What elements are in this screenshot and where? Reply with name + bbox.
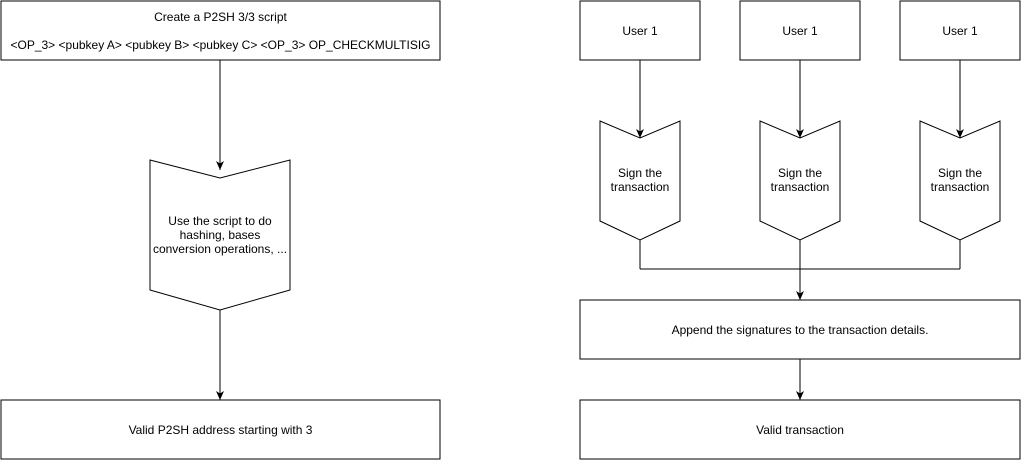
process-step-shape <box>149 159 291 311</box>
valid-transaction-box <box>579 399 1021 460</box>
multisig-script-text: <OP_3> <pubkey A> <pubkey B> <pubkey C> … <box>10 37 431 52</box>
p2sh-address-text: Valid P2SH address starting with 3 <box>128 422 313 437</box>
sign-step-1-line-2: transaction <box>610 180 670 194</box>
p2sh-address-box <box>0 399 441 460</box>
sign-step-1-line-1: Sign the <box>617 166 663 180</box>
user-name-1: User 1 <box>622 23 658 38</box>
valid-transaction-text: Valid transaction <box>756 422 844 437</box>
user-label-2: User 1 <box>740 1 860 60</box>
create-script-label: Create a P2SH 3/3 script <OP_3> <pubkey … <box>1 1 440 60</box>
append-signatures-box <box>579 299 1021 360</box>
sign-step-3-line-2: transaction <box>930 180 990 194</box>
create-script-box <box>0 0 441 61</box>
sign-step-label-2: Sign the transaction <box>760 138 840 222</box>
sign-step-shape-3 <box>919 120 1001 241</box>
sign-step-shape-2 <box>759 120 841 241</box>
sign-step-2-line-1: Sign the <box>777 166 823 180</box>
sign-step-label-3: Sign the transaction <box>920 138 1000 222</box>
user-label-1: User 1 <box>580 1 700 60</box>
process-step-line-1: Use the script to do <box>168 214 272 228</box>
append-signatures-label: Append the signatures to the transaction… <box>580 300 1020 359</box>
user-label-3: User 1 <box>900 1 1020 60</box>
sign-step-3-line-1: Sign the <box>937 166 983 180</box>
create-script-title: Create a P2SH 3/3 script <box>154 9 287 24</box>
p2sh-address-label: Valid P2SH address starting with 3 <box>1 400 440 459</box>
valid-transaction-label: Valid transaction <box>580 400 1020 459</box>
process-step-line-3: conversion operations, ... <box>152 242 288 256</box>
sign-step-label-1: Sign the transaction <box>600 138 680 222</box>
sign-step-2-line-2: transaction <box>770 180 830 194</box>
process-step-label: Use the script to do hashing, bases conv… <box>150 178 290 292</box>
user-name-2: User 1 <box>782 23 818 38</box>
append-signatures-text: Append the signatures to the transaction… <box>671 322 929 337</box>
user-name-3: User 1 <box>942 23 978 38</box>
process-step-line-2: hashing, bases <box>179 228 261 242</box>
sign-step-shape-1 <box>599 120 681 241</box>
